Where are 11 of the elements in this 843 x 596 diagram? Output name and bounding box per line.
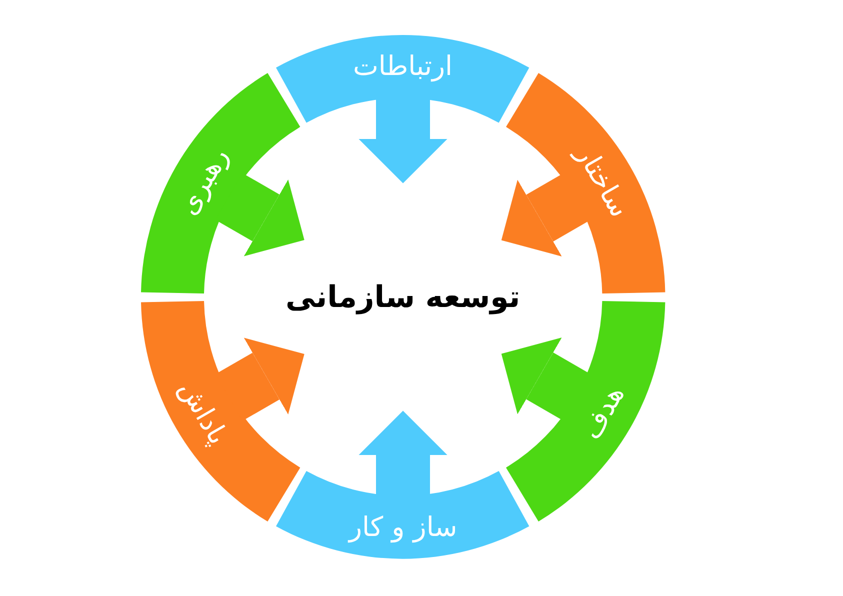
- block-arrow: [358, 96, 448, 184]
- segment-label: ارتباطات: [352, 51, 453, 82]
- segment-label: رهبری: [172, 143, 235, 220]
- ring-segment: [276, 471, 530, 559]
- segment-label: ساختار: [570, 140, 636, 223]
- block-arrow: [358, 410, 448, 498]
- segment-label: ساز و کار: [348, 512, 458, 543]
- segment-label: پاداش: [173, 374, 234, 450]
- segment-label: هدف: [575, 380, 630, 444]
- ring-segment: [276, 35, 530, 123]
- ring-segment: [506, 72, 665, 294]
